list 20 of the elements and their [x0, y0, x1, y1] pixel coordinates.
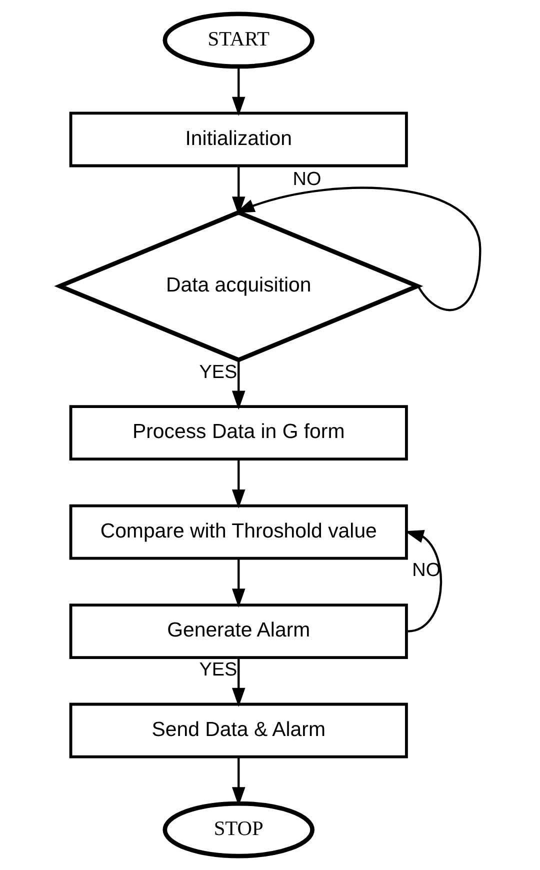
arrow: [232, 757, 246, 806]
arrow: [232, 66, 246, 116]
edge-label: YES: [199, 362, 238, 383]
arrow: [232, 658, 246, 707]
node-box: Initialization: [69, 112, 408, 168]
arrow: [232, 460, 246, 508]
node-box: Process Data in G form: [69, 405, 408, 461]
arrow: [404, 530, 442, 632]
node-box: Send Data & Alarm: [69, 702, 408, 758]
arrow: [232, 360, 246, 410]
node-ellipse: STOP: [162, 801, 315, 858]
edge-label: NO: [292, 168, 322, 190]
node-box: Generate Alarm: [69, 604, 408, 660]
node-ellipse: START: [162, 12, 315, 69]
edge-label: YES: [199, 659, 238, 680]
arrow: [232, 558, 246, 608]
node-box: Compare with Throshold value: [69, 504, 408, 560]
edge-label: NO: [412, 560, 441, 582]
node-diamond: Data acquisition: [54, 210, 424, 362]
arrow: [232, 166, 246, 216]
